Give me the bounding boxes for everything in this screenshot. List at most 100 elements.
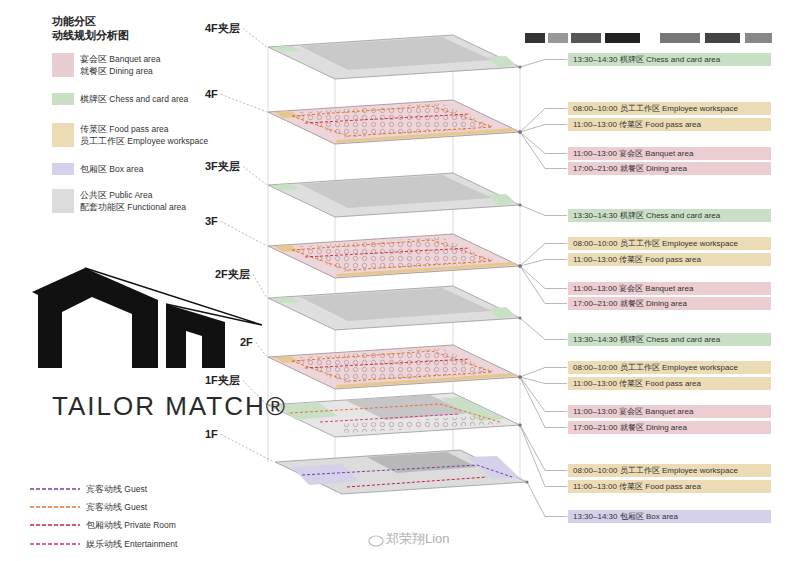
time-tag: 08:00–10:00 员工工作区 Employee workspace <box>568 237 771 250</box>
floor-label: 3F夹层 <box>205 160 240 173</box>
leader-dot <box>519 376 522 379</box>
time-tag: 11:00–13:00 宴会区 Banquet area <box>568 147 771 160</box>
leader-line <box>520 109 567 133</box>
label-text: TAILOR MATCH® <box>52 392 287 422</box>
time-tag: 11:00–13:00 宴会区 Banquet area <box>568 282 771 295</box>
tag-text: 13:30–14:30 棋牌区 Chess and card area <box>573 210 720 221</box>
leader-line <box>520 260 567 267</box>
time-tag: 08:00–10:00 员工工作区 Employee workspace <box>568 102 771 115</box>
label-text: 2F <box>240 336 253 349</box>
leader-line <box>520 205 567 216</box>
floor-1f-mezzanine <box>268 393 520 437</box>
label-text: 1F <box>205 428 218 441</box>
floor-leader <box>256 342 267 357</box>
legend-swatch <box>52 123 74 135</box>
leader-dot <box>519 131 522 134</box>
legend-entry: 配套功能区 Functional area <box>80 201 186 213</box>
leader-line <box>520 125 567 133</box>
time-tag: 11:00–13:00 传菜区 Food pass area <box>568 118 771 131</box>
legend-entry: 包厢动线 Private Room <box>86 519 176 531</box>
leader-dot <box>519 265 522 268</box>
floor-label: 2F夹层 <box>215 268 250 281</box>
legend-entry: 宾客动线 Guest <box>86 483 147 495</box>
legend-text: 配套功能区 Functional area <box>80 201 186 213</box>
guest-route <box>290 404 500 422</box>
leader-line <box>520 425 567 471</box>
leader-dot <box>519 376 522 379</box>
leader-dot <box>519 317 522 320</box>
watermark: 郑荣翔Lion <box>386 532 450 547</box>
tag-text: 11:00–13:00 宴会区 Banquet area <box>573 406 693 417</box>
legend-entry: 就餐区 Dining area <box>80 65 153 77</box>
private-route <box>347 477 487 487</box>
legend-text: 员工工作区 Employee workspace <box>80 135 208 147</box>
stack-lines <box>268 35 520 494</box>
leader-dot <box>519 265 522 268</box>
redacted-block <box>705 33 740 43</box>
tag-text: 11:00–13:00 宴会区 Banquet area <box>573 283 693 294</box>
time-tag: 08:00–10:00 员工工作区 Employee workspace <box>568 464 771 477</box>
leader-dot <box>519 376 522 379</box>
legend-text: 包厢区 Box area <box>80 163 143 175</box>
legend-entry: 娱乐动线 Entertainment <box>86 538 177 550</box>
guest-route <box>302 465 512 477</box>
tag-text: 13:30–14:30 棋牌区 Chess and card area <box>573 334 720 345</box>
time-tag: 08:00–10:00 员工工作区 Employee workspace <box>568 361 771 374</box>
logo-shape <box>32 268 158 368</box>
label-text: 1F夹层 <box>205 374 240 387</box>
floor-4f-mezzanine <box>268 35 520 79</box>
label-text: 2F夹层 <box>215 268 250 281</box>
tag-text: 11:00–13:00 传菜区 Food pass area <box>573 254 701 265</box>
legend-swatch <box>52 65 74 77</box>
legend-text: 就餐区 Dining area <box>80 65 153 77</box>
label-text: 4F夹层 <box>205 22 240 35</box>
tag-text: 08:00–10:00 员工工作区 Employee workspace <box>573 103 738 114</box>
redacted-block <box>571 33 601 43</box>
floor-leader <box>243 166 267 185</box>
leader-dot <box>519 66 522 69</box>
table-grid <box>340 416 500 433</box>
time-tag: 11:00–13:00 宴会区 Banquet area <box>568 405 771 418</box>
legend-text: 宾客动线 Guest <box>86 501 147 513</box>
floor-label: 2F <box>240 336 253 349</box>
legend-entry: 包厢区 Box area <box>80 163 143 175</box>
floor-leader <box>221 94 267 112</box>
tag-text: 17:00–21:00 就餐区 Dining area <box>573 422 687 433</box>
legend-swatch <box>52 135 74 147</box>
tag-text: 08:00–10:00 员工工作区 Employee workspace <box>573 238 738 249</box>
label-text: 3F <box>205 215 218 228</box>
leader-line <box>520 377 567 428</box>
tag-text: 13:30–14:30 包厢区 Box area <box>573 511 678 522</box>
legend-swatch <box>52 53 74 65</box>
legend-swatch <box>52 163 74 175</box>
leader-line <box>520 377 567 384</box>
floor-1f <box>275 450 527 494</box>
diagram-title: 功能分区 动线规划分析图 <box>52 14 142 42</box>
redacted-block <box>745 33 772 43</box>
legend-swatch <box>52 93 74 105</box>
leader-dot <box>519 131 522 134</box>
route-sample <box>30 506 80 508</box>
legend-entry: 宴会区 Banquet area <box>80 53 160 65</box>
time-tag: 11:00–13:00 传菜区 Food pass area <box>568 253 771 266</box>
leader-dot <box>519 131 522 134</box>
leader-line <box>520 244 567 267</box>
floor-outline <box>268 393 520 437</box>
floor-leader <box>243 28 267 47</box>
route-sample <box>30 488 80 490</box>
entertainment-route <box>320 414 460 422</box>
leader-line <box>520 266 567 289</box>
time-tag: 17:00–21:00 就餐区 Dining area <box>568 421 771 434</box>
time-tag: 17:00–21:00 就餐区 Dining area <box>568 297 771 310</box>
leader-line <box>520 318 567 340</box>
time-tag: 11:00–13:00 传菜区 Food pass area <box>568 377 771 390</box>
time-tag: 13:30–14:30 棋牌区 Chess and card area <box>568 53 771 66</box>
leader-line <box>520 266 567 304</box>
route-sample <box>30 543 80 545</box>
legend-text: 公共区 Public Area <box>80 189 152 201</box>
legend-entry: 员工工作区 Employee workspace <box>80 135 208 147</box>
floor-label: 3F <box>205 215 218 228</box>
legend-text: 宾客动线 Guest <box>86 483 147 495</box>
tag-text: 11:00–13:00 传菜区 Food pass area <box>573 378 701 389</box>
